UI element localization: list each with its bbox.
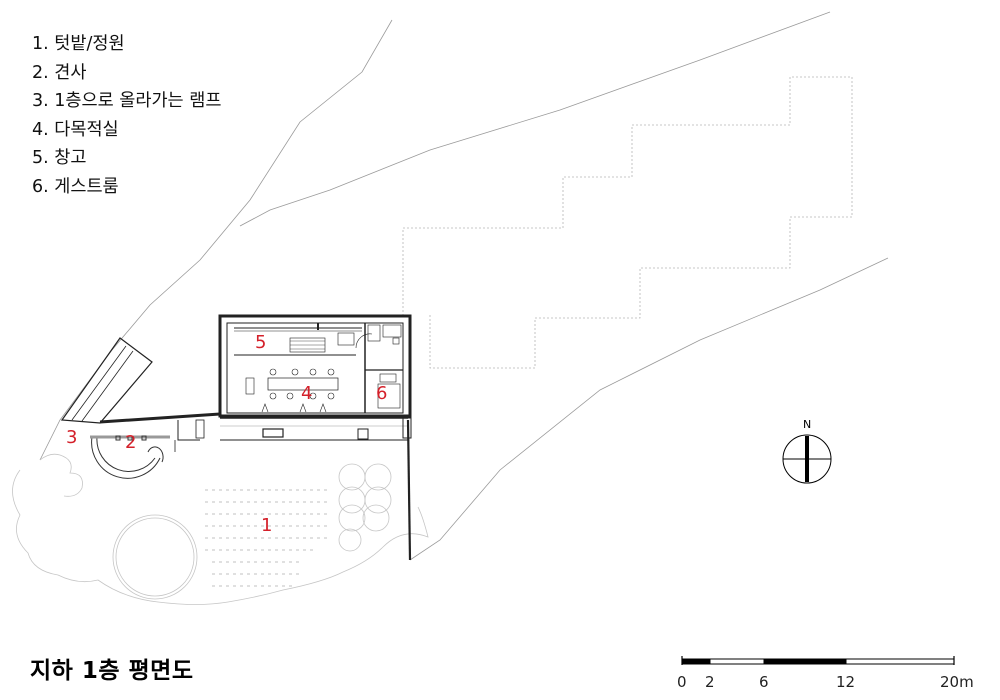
room-label-guestroom: 6 xyxy=(376,383,387,404)
legend-item: 5. 창고 xyxy=(32,148,87,169)
ramp xyxy=(60,337,153,424)
legend: 1. 텃밭/정원 2. 견사 3. 1층으로 올라가는 램프 4. 다목적실 5… xyxy=(32,30,221,202)
basement-walls xyxy=(99,314,412,561)
legend-item: 6. 게스트룸 xyxy=(32,176,119,197)
legend-item: 3. 1층으로 올라가는 램프 xyxy=(32,91,222,112)
legend-item: 4. 다목적실 xyxy=(32,119,119,140)
page-title: 지하 1층 평면도 xyxy=(30,658,194,684)
vegetable-rows xyxy=(205,489,330,587)
scale-tick-label: 6 xyxy=(759,673,769,691)
room-label-kennel: 2 xyxy=(125,432,136,453)
legend-item: 1. 텃밭/정원 xyxy=(32,34,125,54)
garden-trees xyxy=(12,453,429,605)
room-labels: 1 2 3 4 5 6 xyxy=(66,332,387,536)
legend-item: 2. 견사 xyxy=(32,62,87,83)
scale-tick-label: 20m xyxy=(940,673,974,691)
site-boundary xyxy=(39,11,889,561)
room-label-multipurpose: 4 xyxy=(301,383,312,404)
upper-floor-outline xyxy=(402,76,853,369)
north-arrow-icon: N xyxy=(782,418,832,484)
room-label-garden: 1 xyxy=(261,515,272,536)
north-label: N xyxy=(803,418,811,431)
room-label-storage: 5 xyxy=(255,332,266,353)
scale-bar xyxy=(681,656,955,665)
scale-tick-label: 0 xyxy=(677,673,687,691)
room-label-ramp: 3 xyxy=(66,427,77,448)
scale-tick-label: 2 xyxy=(705,673,715,691)
kennel xyxy=(90,435,170,479)
scale-tick-label: 12 xyxy=(836,673,856,691)
